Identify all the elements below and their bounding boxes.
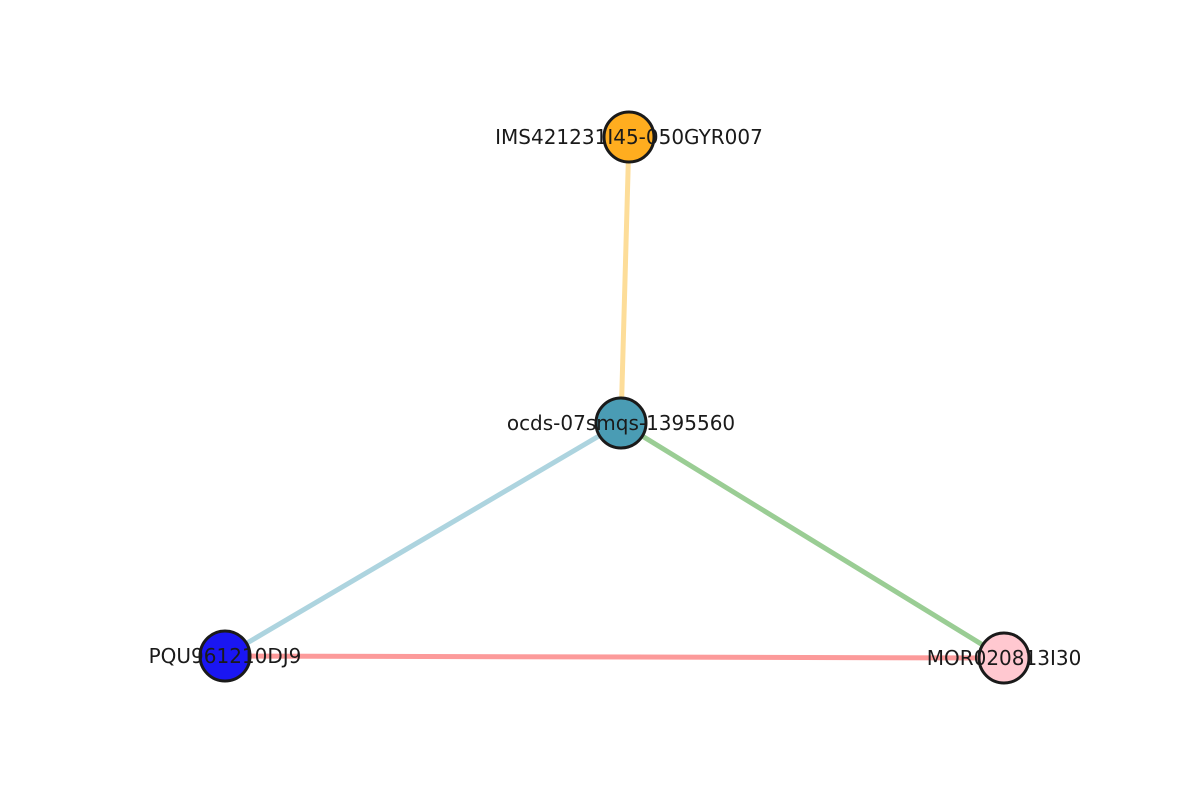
nodes-layer bbox=[198, 110, 1031, 685]
edges-layer bbox=[222, 134, 1007, 661]
edge-ocds-pqu bbox=[222, 420, 624, 659]
edge-ocds-mor bbox=[618, 420, 1007, 661]
edge-pqu-mor bbox=[222, 653, 1007, 661]
node-label-mor: MOR020813I30 bbox=[927, 646, 1082, 670]
node-label-ims: IMS421231I45-050GYR007 bbox=[495, 125, 763, 149]
node-mor bbox=[977, 631, 1031, 685]
node-ocds bbox=[594, 396, 648, 450]
node-label-pqu: PQU961210DJ9 bbox=[149, 644, 302, 668]
node-ims bbox=[602, 110, 656, 164]
edge-ims-ocds bbox=[618, 134, 632, 426]
labels-layer: IMS421231I45-050GYR007 ocds-07smqs-139556… bbox=[149, 125, 1082, 670]
node-pqu bbox=[198, 629, 252, 683]
node-label-ocds: ocds-07smqs-1395560 bbox=[507, 411, 735, 435]
